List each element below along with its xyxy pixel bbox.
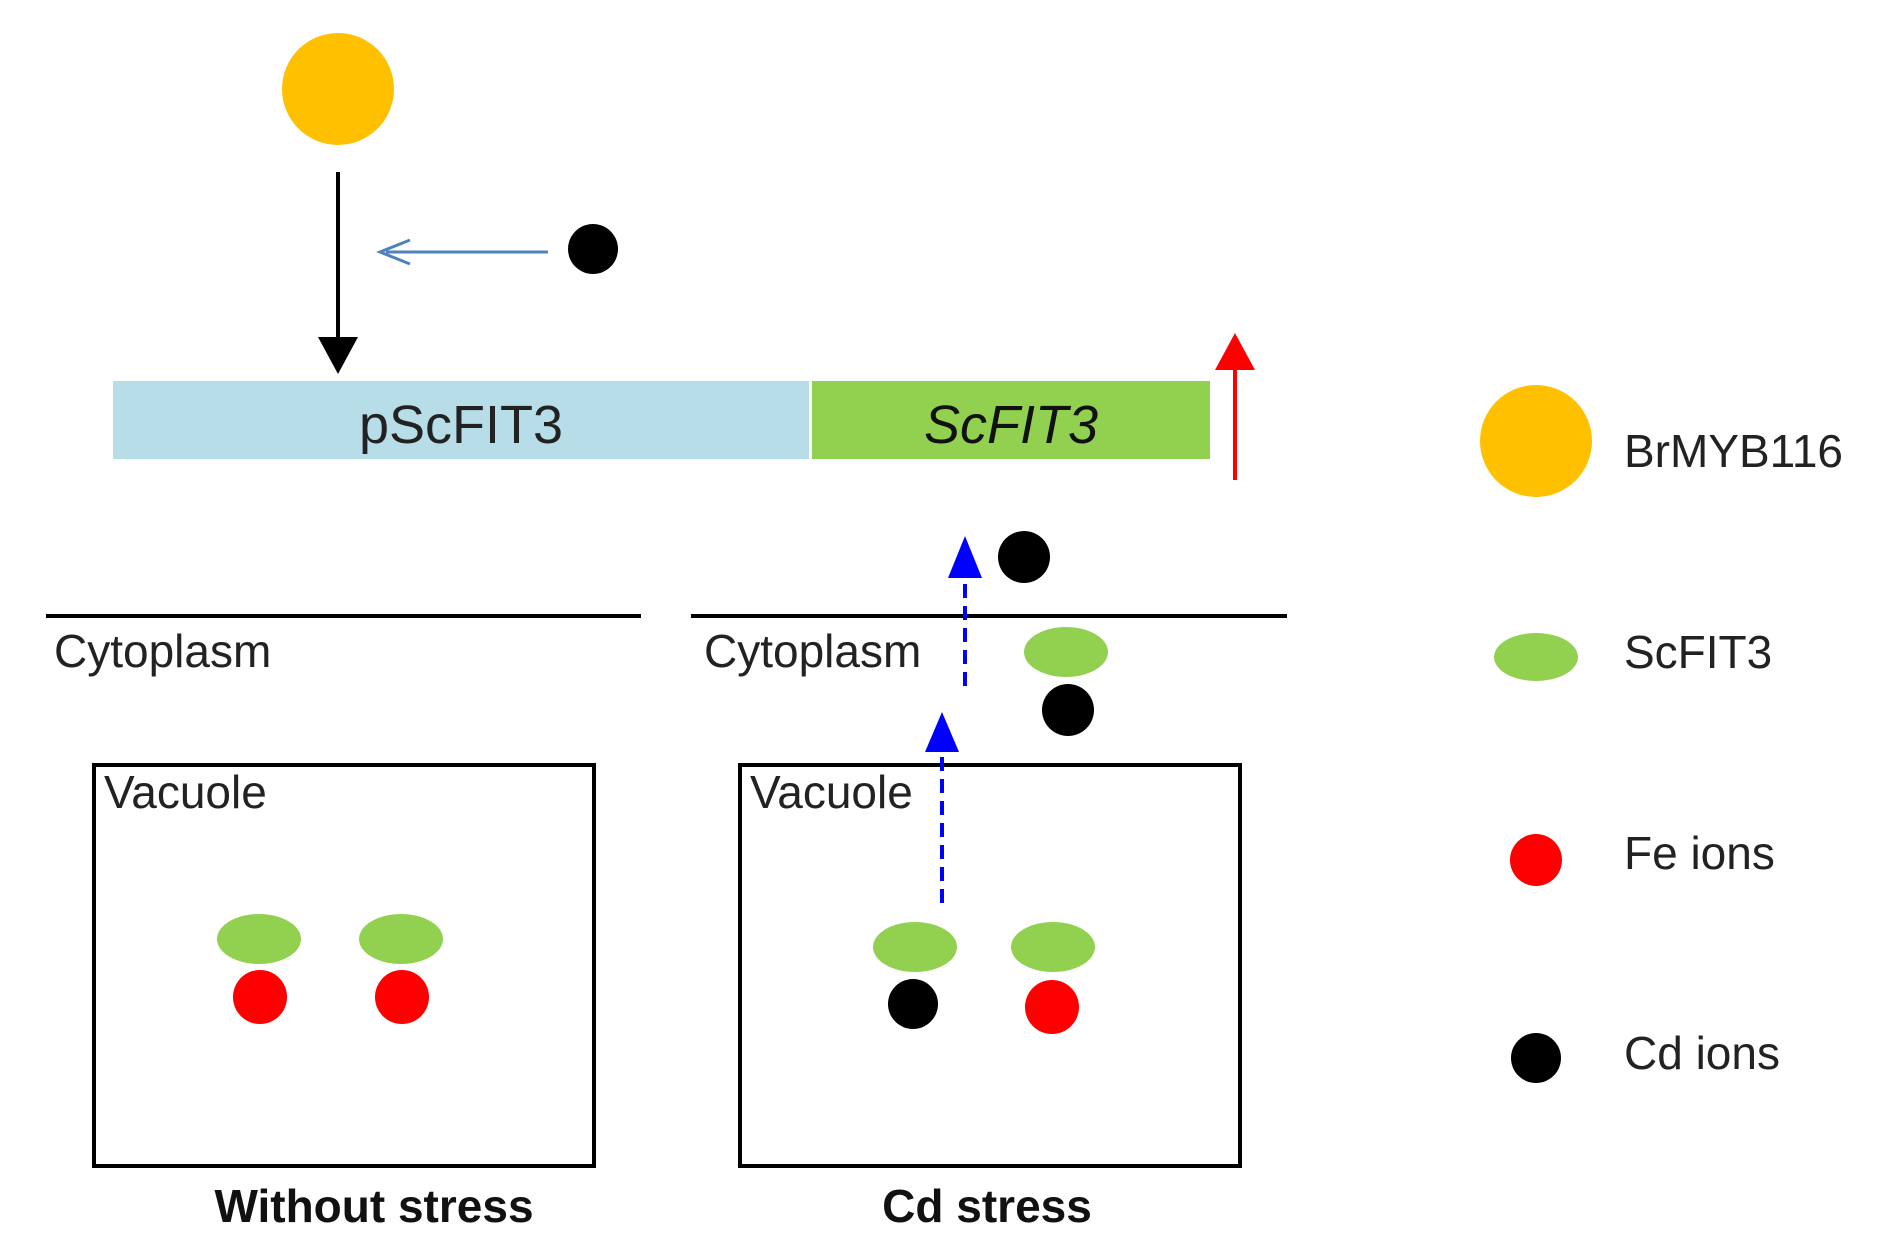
fe-ion xyxy=(233,970,287,1024)
promoter-label: pScFIT3 xyxy=(359,395,563,455)
scfit3-protein xyxy=(1024,627,1108,677)
legend-swatch-fe-ions xyxy=(1510,834,1562,886)
gene-box xyxy=(812,381,1210,459)
legend-swatch-scfit3 xyxy=(1494,633,1578,681)
cd-ion xyxy=(998,531,1050,583)
left-cytoplasm-label: Cytoplasm xyxy=(54,625,271,677)
cd-ion xyxy=(1042,684,1094,736)
legend-label-scfit3: ScFIT3 xyxy=(1624,626,1772,678)
cd-ion-inhibitor xyxy=(568,224,618,274)
right-vacuole-label: Vacuole xyxy=(750,766,913,818)
legend-swatch-cd-ions xyxy=(1511,1033,1561,1083)
scfit3-protein xyxy=(1011,922,1095,972)
fe-ion xyxy=(375,970,429,1024)
left-vacuole-box xyxy=(92,763,596,1168)
inhibition-arrow-head xyxy=(375,238,411,266)
scfit3-protein xyxy=(873,922,957,972)
brmyb116-regulator xyxy=(282,33,394,145)
cd-ion xyxy=(888,979,938,1029)
legend-label-cd-ions: Cd ions xyxy=(1624,1027,1780,1079)
right-panel-caption: Cd stress xyxy=(882,1180,1092,1232)
left-panel-caption: Without stress xyxy=(214,1180,533,1232)
legend-swatch-brmyb116 xyxy=(1480,385,1592,497)
right-vacuole-box xyxy=(738,763,1242,1168)
promoter-box xyxy=(113,381,809,459)
gene-label: ScFIT3 xyxy=(924,395,1098,455)
right-cytoplasm-label: Cytoplasm xyxy=(704,625,921,677)
legend: BrMYB116 ScFIT3 Fe ions Cd ions xyxy=(1480,385,1843,1083)
legend-label-brmyb116: BrMYB116 xyxy=(1624,425,1843,477)
fe-ion xyxy=(1025,980,1079,1034)
legend-label-fe-ions: Fe ions xyxy=(1624,827,1775,879)
scfit3-protein xyxy=(217,914,301,964)
activation-arrow-head xyxy=(318,337,358,374)
upregulation-arrow-head xyxy=(1215,333,1255,370)
left-vacuole-label: Vacuole xyxy=(104,766,267,818)
scfit3-protein xyxy=(359,914,443,964)
transport-arrow-vacuole-head xyxy=(925,712,959,752)
transport-arrow-cytoplasm-head xyxy=(948,536,982,578)
